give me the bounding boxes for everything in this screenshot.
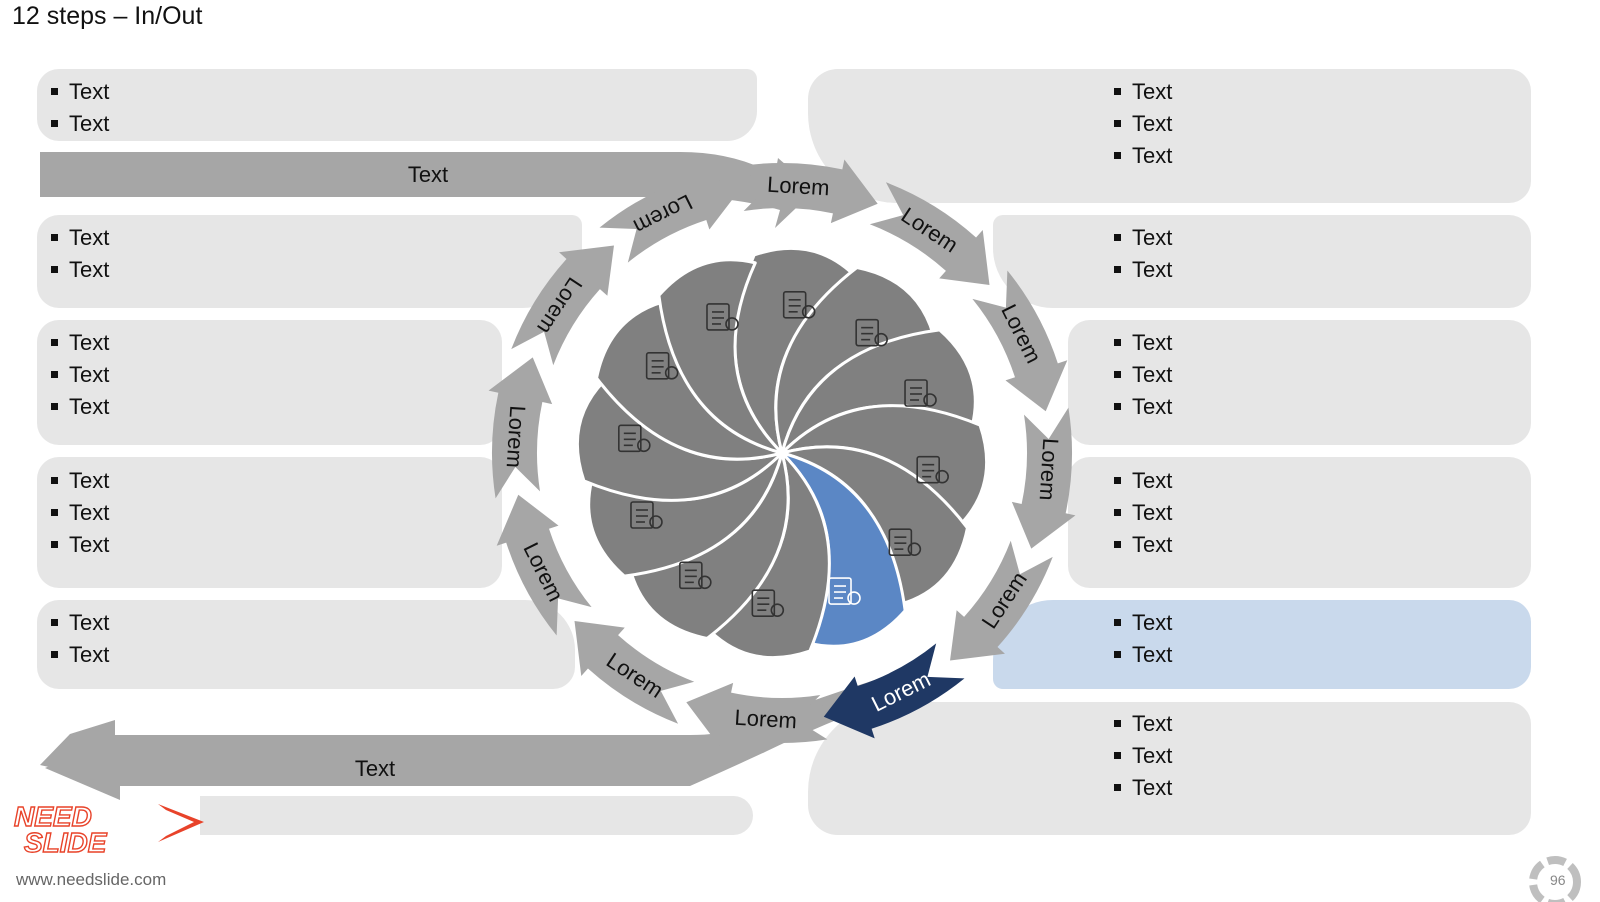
right-list-2: Text Text	[1113, 222, 1172, 286]
right-box-5-active	[993, 600, 1531, 689]
bullet-text: Text	[50, 327, 109, 359]
bullet-text: Text	[1113, 222, 1172, 254]
needslide-logo: NEED SLIDE	[13, 800, 204, 858]
bullet-text: Text	[1113, 465, 1172, 497]
team-icon	[916, 455, 949, 484]
bullet-text: Text	[50, 639, 109, 671]
left-box-4	[37, 457, 502, 588]
coins-plant-icon	[706, 303, 739, 331]
output-arrow-body	[45, 675, 915, 800]
step-arrow	[686, 682, 828, 747]
step-arrow	[869, 182, 990, 285]
left-box-2	[37, 215, 582, 308]
step-arrow	[511, 245, 614, 366]
right-list-1: Text Text Text	[1113, 76, 1172, 172]
id-card-icon	[855, 318, 888, 347]
binders-calculator-icon	[828, 577, 861, 605]
right-box-3	[1068, 320, 1531, 445]
right-list-5: Text Text	[1113, 607, 1172, 671]
logo-url: www.needslide.com	[16, 870, 167, 889]
bullet-text: Text	[50, 222, 109, 254]
step-arrow	[823, 643, 965, 739]
bullet-text: Text	[50, 529, 109, 561]
bullet-text: Text	[50, 254, 109, 286]
left-box-bottom	[200, 796, 753, 835]
right-box-2	[993, 215, 1531, 308]
left-list-2: Text Text	[50, 222, 109, 286]
left-list-5: Text Text	[50, 607, 109, 671]
bullet-text: Text	[1113, 327, 1172, 359]
right-box-4	[1068, 457, 1531, 588]
report-chart-icon	[618, 424, 651, 453]
bullet-text: Text	[1113, 497, 1172, 529]
bullet-text: Text	[50, 76, 109, 108]
left-box-1	[37, 69, 757, 141]
bullet-text: Text	[50, 607, 109, 639]
output-arrow-label: Text	[355, 756, 395, 781]
valve-icon	[782, 291, 816, 319]
step-arrow	[950, 540, 1053, 661]
mobile-upload-icon	[630, 501, 663, 529]
bullet-text: Text	[50, 391, 109, 423]
left-box-3	[37, 320, 502, 445]
bullet-text: Text	[1113, 254, 1172, 286]
bullet-text: Text	[1113, 529, 1172, 561]
bullet-text: Text	[1113, 76, 1172, 108]
left-list-1: Text Text	[50, 76, 109, 140]
petal	[657, 258, 784, 455]
left-box-5	[37, 600, 575, 689]
bullet-text: Text	[1113, 359, 1172, 391]
bullet-text: Text	[50, 497, 109, 529]
step-arrow	[1011, 407, 1076, 549]
growth-chart-icon	[751, 589, 785, 617]
bullet-text: Text	[1113, 740, 1172, 772]
petal-flower	[575, 246, 989, 660]
step-label: Lorem	[1035, 437, 1064, 501]
left-list-4: Text Text Text	[50, 465, 109, 561]
input-arrow	[40, 152, 815, 228]
step-arrow	[496, 494, 592, 636]
right-box-6	[808, 702, 1531, 835]
step-arrow	[736, 159, 878, 224]
bullet-text: Text	[50, 465, 109, 497]
right-list-3: Text Text Text	[1113, 327, 1172, 423]
documents-icon	[888, 528, 922, 556]
right-list-4: Text Text Text	[1113, 465, 1172, 561]
step-arrow	[488, 357, 553, 499]
right-list-6: Text Text Text	[1113, 708, 1172, 804]
binders-coins-icon	[645, 352, 679, 380]
step-label: Lorem	[502, 405, 531, 469]
step-label: Lorem	[734, 705, 798, 734]
database-lock-icon	[904, 379, 937, 407]
step-arrow	[972, 270, 1068, 412]
right-box-1	[808, 69, 1531, 203]
bullet-text: Text	[1113, 391, 1172, 423]
step-label: Lorem	[766, 172, 830, 201]
logo-text-line1: NEED	[14, 801, 92, 832]
bullet-text: Text	[1113, 607, 1172, 639]
input-arrow-label: Text	[408, 162, 448, 187]
step-arrow	[599, 167, 741, 263]
bullet-text: Text	[1113, 772, 1172, 804]
page-number: 96	[1550, 872, 1566, 888]
bullet-text: Text	[1113, 708, 1172, 740]
step-ring	[488, 159, 1076, 747]
page-number-badge	[1529, 856, 1581, 902]
petal-icons	[618, 291, 949, 617]
bullet-text: Text	[1113, 108, 1172, 140]
logo-text-line2: SLIDE	[24, 827, 108, 858]
left-list-3: Text Text Text	[50, 327, 109, 423]
reports-icon	[679, 561, 712, 590]
bullet-text: Text	[50, 359, 109, 391]
bullet-text: Text	[1113, 639, 1172, 671]
step-arrow	[574, 621, 695, 724]
page-title: 12 steps – In/Out	[12, 2, 203, 30]
bullet-text: Text	[1113, 140, 1172, 172]
bullet-text: Text	[50, 108, 109, 140]
